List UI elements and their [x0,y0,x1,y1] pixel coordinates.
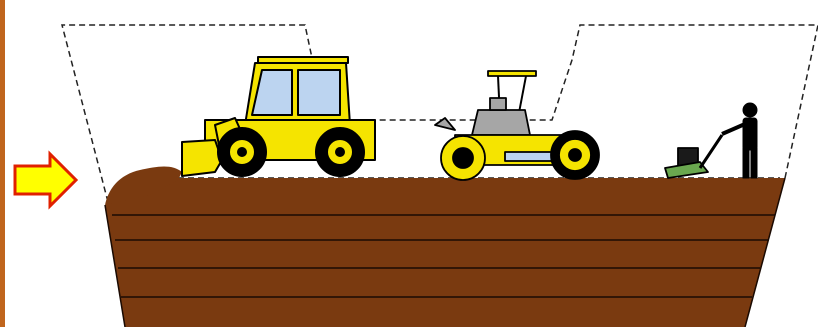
road-roller-icon [435,71,599,180]
arrow-right-icon [15,154,76,206]
soil-fill [105,178,785,327]
worker-icon [722,103,757,178]
plate-compactor-icon [665,135,722,178]
wheel-loader-icon [182,57,375,176]
